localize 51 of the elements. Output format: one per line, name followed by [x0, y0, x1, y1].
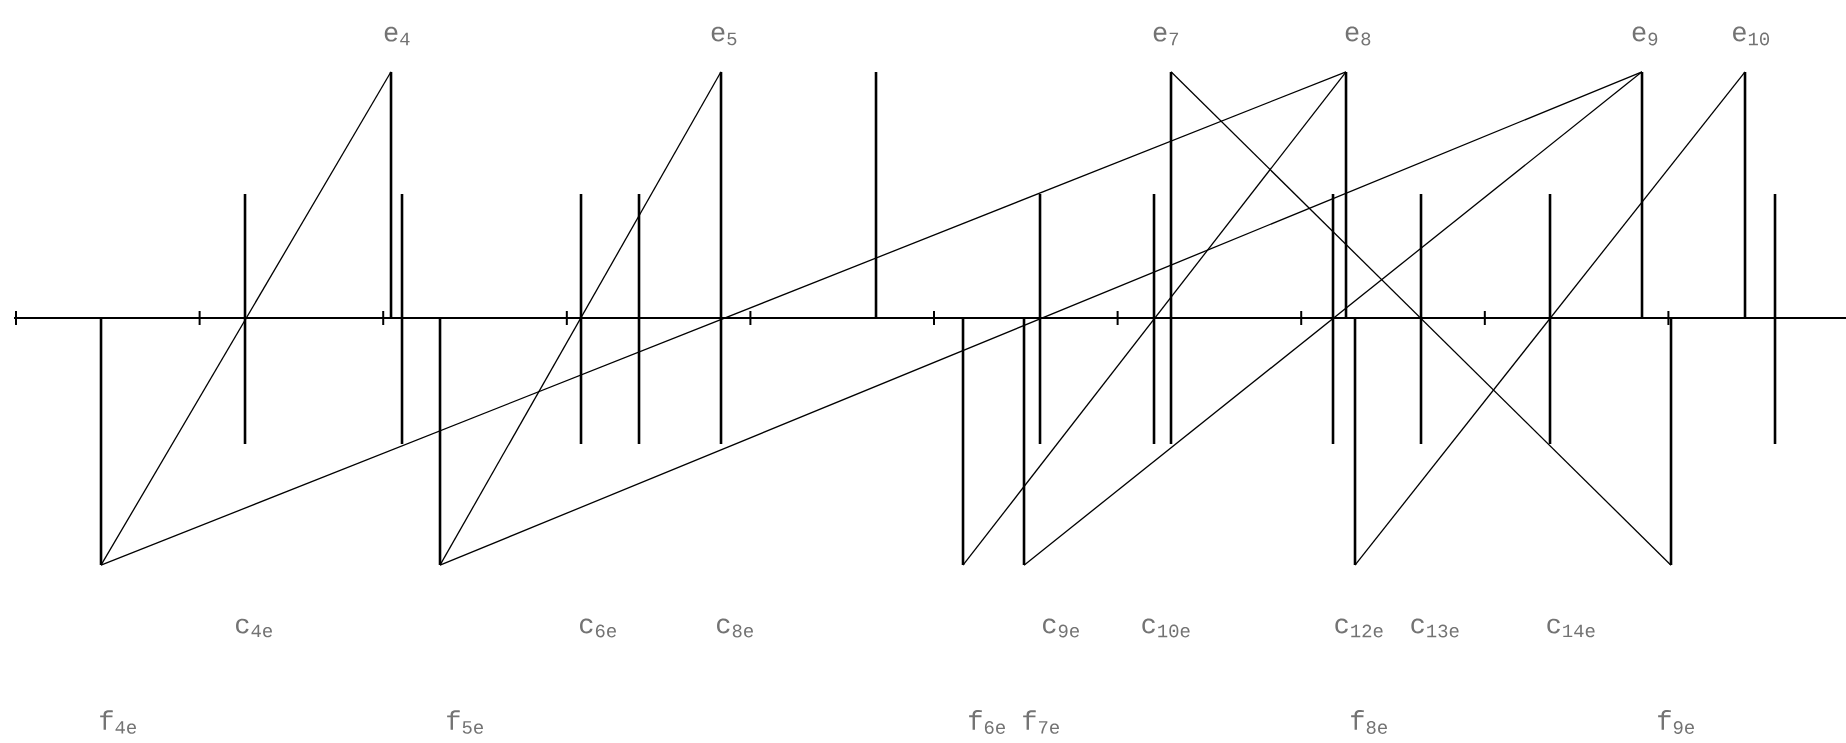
line-segment [719, 72, 723, 444]
line-segment [1152, 194, 1156, 444]
point-label: f$_{8e}$ [1351, 710, 1387, 734]
point-label: c$_{4e}$ [236, 618, 272, 638]
point-label: e$_{8}$ [1345, 26, 1371, 46]
line-segment [961, 318, 965, 565]
line-segment [438, 318, 442, 565]
line-segment [579, 194, 583, 444]
point-label: e$_{7}$ [1153, 26, 1179, 46]
line [439, 71, 1643, 566]
point-label: c$_{8e}$ [717, 618, 753, 638]
line-segment [99, 318, 103, 565]
line-segment [1419, 194, 1423, 444]
line [1354, 71, 1746, 566]
line-segment [1353, 318, 1357, 565]
point-label: e$_{4}$ [384, 26, 410, 46]
point-label: f$_{4e}$ [100, 710, 136, 734]
line [962, 71, 1347, 566]
point-label: e$_{10}$ [1733, 26, 1770, 46]
line-segment [1038, 194, 1042, 444]
point-label: f$_{5e}$ [447, 710, 483, 734]
point-label: f$_{6e}$ [969, 710, 1005, 734]
point-label: c$_{6e}$ [580, 618, 616, 638]
line-segment [1548, 194, 1552, 444]
line-segment [637, 194, 641, 444]
line [1023, 71, 1643, 566]
line [100, 71, 1347, 566]
line-segment [400, 194, 404, 444]
point-label: e$_{9}$ [1632, 26, 1658, 46]
point-label: c$_{9e}$ [1043, 618, 1079, 638]
line [100, 71, 392, 566]
line-segment [1640, 72, 1644, 318]
point-label: e$_{5}$ [711, 26, 737, 46]
line-segment [1344, 72, 1348, 318]
line-segment [1669, 318, 1673, 565]
line-segment [1331, 194, 1335, 444]
line-segment [389, 72, 393, 318]
point-label: c$_{13e}$ [1411, 618, 1459, 638]
line-segment [1743, 72, 1747, 318]
line [1170, 71, 1672, 566]
line [439, 71, 722, 566]
point-label: f$_{7e}$ [1023, 710, 1059, 734]
point-label: c$_{10e}$ [1142, 618, 1190, 638]
point-label: c$_{14e}$ [1547, 618, 1595, 638]
line-segment [1022, 318, 1026, 565]
line-segment [1773, 194, 1777, 444]
line-segment [1169, 72, 1173, 444]
line-segment [874, 72, 878, 318]
point-label: f$_{9e}$ [1658, 710, 1694, 734]
point-label: c$_{12e}$ [1335, 618, 1383, 638]
line-segment [243, 194, 247, 444]
